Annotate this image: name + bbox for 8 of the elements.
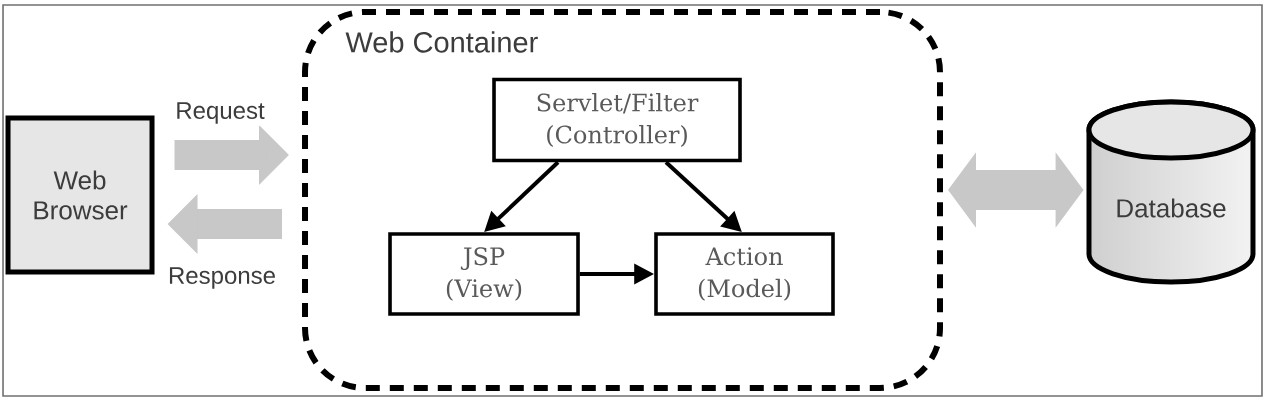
- component-box: Action (Model): [654, 232, 835, 316]
- edge-label: Response: [166, 265, 279, 291]
- browser-box: Web Browser: [5, 115, 155, 275]
- component-box: Servlet/Filter (Controller): [492, 77, 742, 163]
- component-box: JSP (View): [388, 232, 580, 316]
- edge-label: Request: [173, 100, 267, 126]
- database-cylinder: Database: [1086, 99, 1256, 285]
- container-title: Web Container: [345, 31, 538, 53]
